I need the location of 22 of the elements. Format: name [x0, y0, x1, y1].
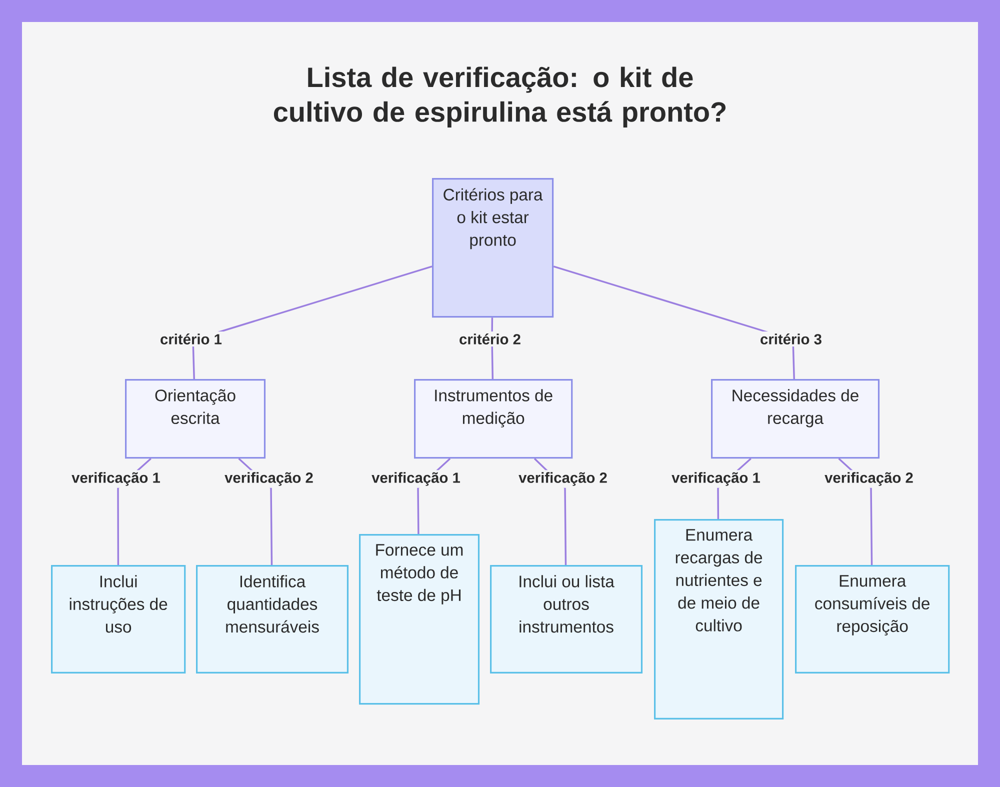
edge-label: critério 2 [457, 332, 523, 346]
check-box: Inclui ou lista outros instrumentos [490, 565, 643, 674]
category-box: Instrumentos de medição [414, 379, 573, 459]
check-box: Inclui instruções de uso [51, 565, 186, 674]
check-box: Enumera consumíveis de reposição [795, 565, 950, 674]
edge-label: verificação 2 [822, 470, 916, 488]
edge-label: critério 3 [758, 332, 824, 346]
category-box: Necessidades de recarga [711, 379, 880, 459]
check-box: Enumera recargas de nutrientes e de meio de cultivo [654, 519, 784, 720]
connector-line [192, 266, 432, 380]
check-box: Identifica quantidades mensuráveis [196, 565, 349, 674]
category-box: Orientação escrita [125, 379, 266, 459]
connector-line [553, 266, 795, 380]
title: Lista de verificação: o kit de cultivo de espirulina está pronto? [274, 66, 726, 128]
edge-label: verificação 1 [70, 470, 162, 488]
criteria-box: Critérios para o kit estar pronto [432, 178, 554, 318]
edge-label: verificação 1 [370, 470, 462, 488]
edge-label: verificação 2 [516, 470, 610, 488]
edge-label: verificação 2 [222, 470, 316, 488]
edge-label: critério 1 [158, 332, 224, 346]
check-box: Fornece um método de teste de pH [359, 534, 480, 705]
edge-label: verificação 1 [670, 470, 762, 488]
